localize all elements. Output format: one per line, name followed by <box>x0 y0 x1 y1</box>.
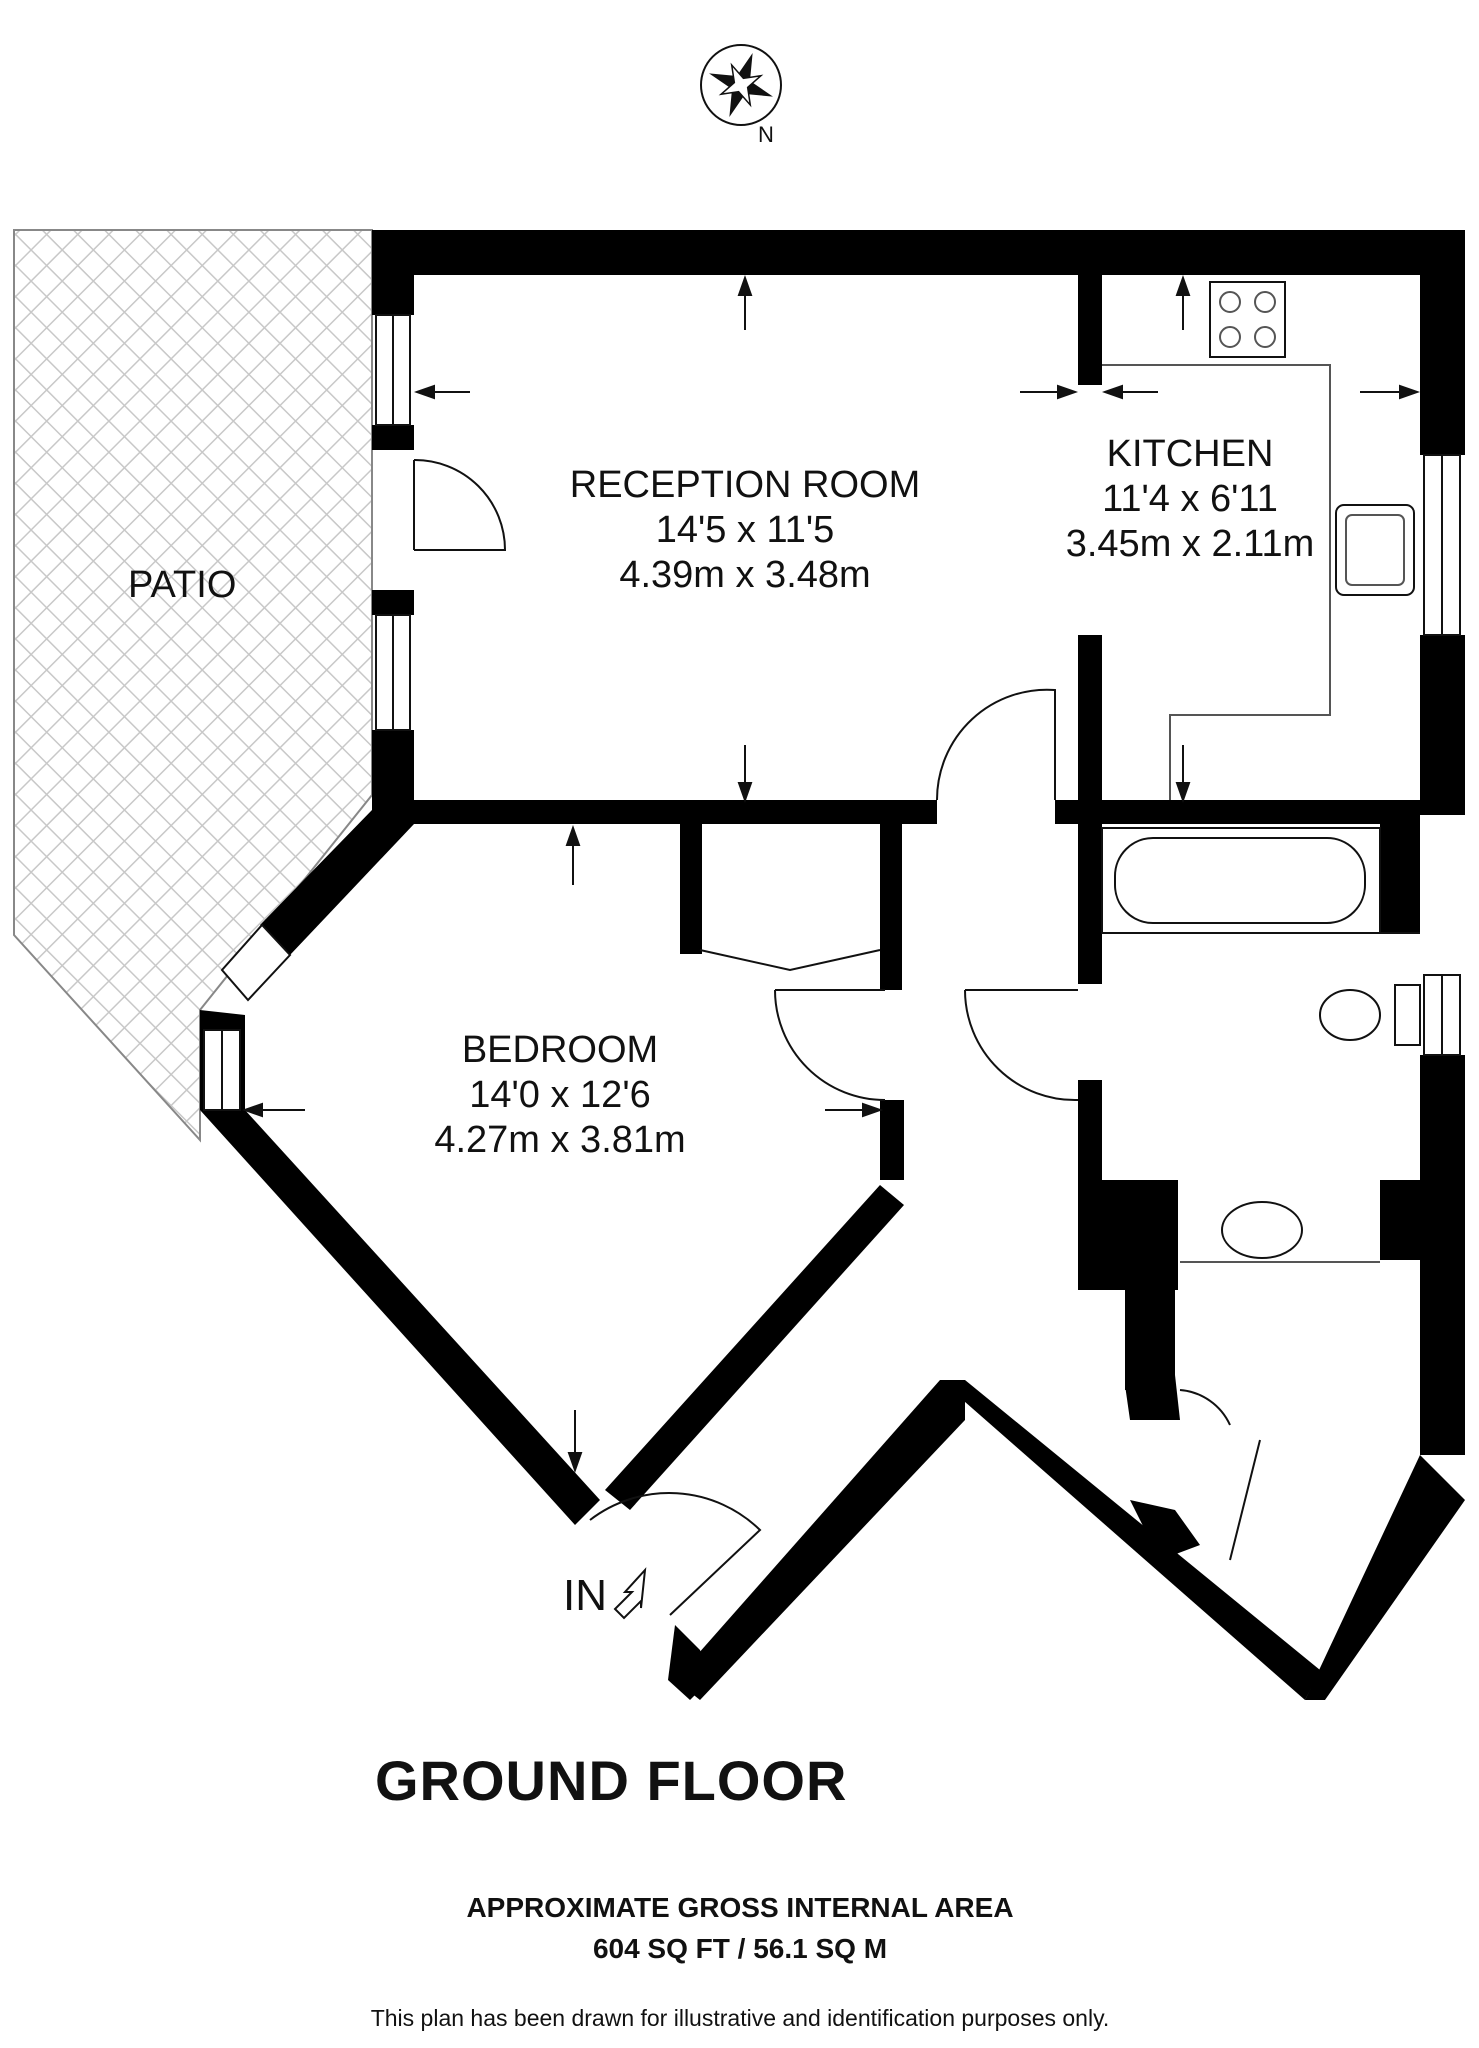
room-reception-imperial: 14'5 x 11'5 <box>655 508 835 551</box>
room-bedroom-metric: 4.27m x 3.81m <box>434 1118 686 1161</box>
windows <box>203 314 1461 1111</box>
room-kitchen-name: KITCHEN <box>1106 433 1274 475</box>
entrance-label: IN <box>563 1571 607 1620</box>
bathroom-fixtures <box>1101 827 1421 1263</box>
gross-area-value: 604 SQ FT / 56.1 SQ M <box>592 1932 888 1964</box>
gross-area-heading: APPROXIMATE GROSS INTERNAL AREA <box>466 1892 1014 1923</box>
disclaimer-text: This plan has been drawn for illustrativ… <box>370 2005 1110 2031</box>
compass-rose-icon <box>700 44 782 126</box>
room-kitchen-imperial: 11'4 x 6'11 <box>1102 477 1278 520</box>
dimension-arrows <box>241 274 1421 1474</box>
room-bedroom: BEDROOM 14'0 x 12'6 4.27m x 3.81m <box>410 1028 710 1162</box>
room-kitchen: KITCHEN 11'4 x 6'11 3.45m x 2.11m <box>1040 432 1340 566</box>
floor-title: GROUND FLOOR <box>375 1749 848 1812</box>
room-reception-name: RECEPTION ROOM <box>569 464 921 506</box>
walls <box>200 230 1465 1700</box>
room-reception-metric: 4.39m x 3.48m <box>619 553 871 596</box>
room-bedroom-imperial: 14'0 x 12'6 <box>469 1073 651 1116</box>
entrance-arrow-icon <box>613 1567 647 1620</box>
room-patio-name: PATIO <box>128 564 237 606</box>
kitchen-counter <box>1102 281 1415 800</box>
compass-north-label: N <box>758 122 774 147</box>
room-reception: RECEPTION ROOM 14'5 x 11'5 4.39m x 3.48m <box>550 463 940 597</box>
gross-area: APPROXIMATE GROSS INTERNAL AREA 604 SQ F… <box>340 1888 1140 1969</box>
patio-area <box>13 229 373 1143</box>
room-bedroom-name: BEDROOM <box>461 1029 659 1071</box>
room-kitchen-metric: 3.45m x 2.11m <box>1065 522 1315 565</box>
doors <box>413 458 1261 1616</box>
